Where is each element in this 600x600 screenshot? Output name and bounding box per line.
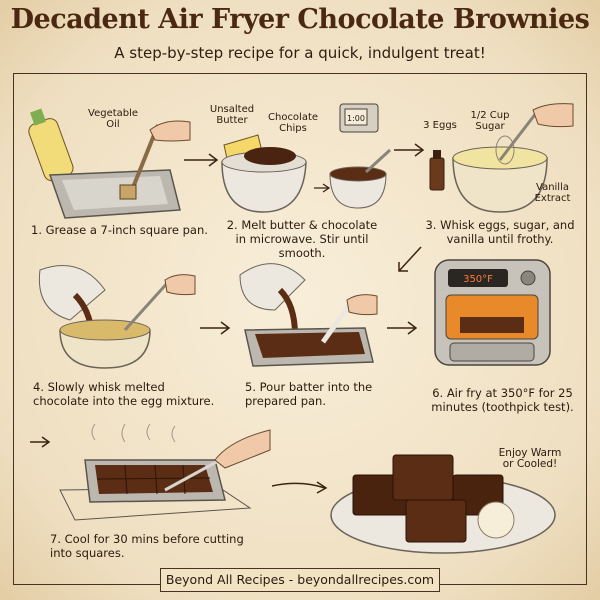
step-5-caption: 5. Pour batter into the prepared pan.	[245, 380, 373, 408]
air-fryer-display: 350°F	[463, 274, 493, 285]
label-vegetable-oil: Vegetable Oil	[88, 108, 139, 130]
label-3-eggs: 3 Eggs	[423, 120, 457, 131]
step-1-caption: 1. Grease a 7-inch square pan.	[31, 223, 208, 237]
arrow-icon	[387, 321, 418, 335]
arrow-icon	[394, 143, 425, 157]
step-6-caption: 6. Air fry at 350°F for 25 minutes (toot…	[431, 386, 574, 414]
serve-label: Enjoy Warm or Cooled!	[498, 447, 562, 470]
page-subtitle: A step-by-step recipe for a quick, indul…	[114, 44, 486, 62]
step-3-illustration	[429, 103, 574, 213]
label-chocolate-chips: Chocolate Chips	[268, 112, 319, 134]
footer-banner: Beyond All Recipes - beyondallrecipes.co…	[160, 568, 440, 592]
step-2-illustration: 1:00	[221, 103, 392, 213]
step-3-caption: 3. Whisk eggs, sugar, and vanilla until …	[425, 218, 575, 246]
step-4-caption: 4. Slowly whisk melted chocolate into th…	[33, 380, 215, 408]
label-vanilla-extract: Vanilla Extract	[534, 182, 571, 204]
arrow-icon	[184, 153, 219, 167]
step-5-illustration	[239, 263, 378, 367]
step-7-illustration	[59, 423, 271, 521]
arrow-icon	[271, 481, 328, 494]
page-title: Decadent Air Fryer Chocolate Brownies	[10, 4, 590, 35]
microwave-display: 1:00	[347, 114, 365, 123]
arrow-icon	[200, 321, 231, 335]
label-sugar: 1/2 Cup Sugar	[470, 110, 510, 132]
footer-text: Beyond All Recipes - beyondallrecipes.co…	[165, 572, 435, 587]
arrow-icon	[398, 246, 422, 272]
step-2-caption: 2. Melt butter & chocolate in microwave.…	[226, 218, 378, 260]
step-4-illustration	[38, 265, 196, 369]
arrow-icon	[30, 436, 51, 448]
brownies-plate-illustration	[330, 454, 556, 554]
step-1-illustration	[28, 108, 191, 219]
step-6-illustration: 350°F	[434, 259, 551, 366]
label-unsalted-butter: Unsalted Butter	[209, 104, 255, 126]
step-7-caption: 7. Cool for 30 mins before cutting into …	[50, 532, 244, 560]
